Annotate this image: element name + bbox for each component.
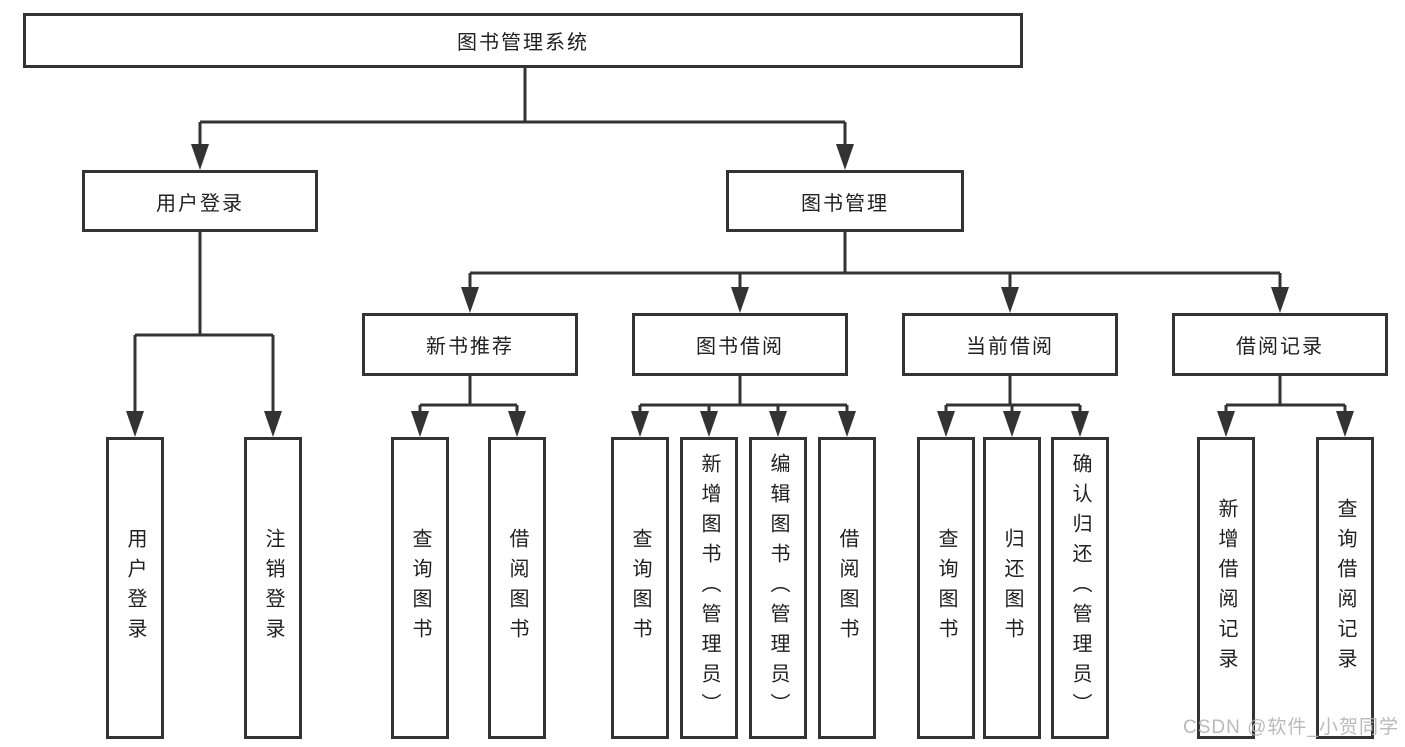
leaf-confirm-return-admin: 确认归还（管理员） [1051, 437, 1109, 739]
leaf-logout: 注销登录 [244, 437, 302, 739]
leaf-edit-book-admin: 编辑图书（管理员） [749, 437, 807, 739]
leaf-add-book-admin: 新增图书（管理员） [680, 437, 738, 739]
leaf-borrow-book-1: 借阅图书 [488, 437, 546, 739]
leaf-query-book-1: 查询图书 [391, 437, 449, 739]
node-book-management: 图书管理 [726, 170, 964, 232]
node-user-login: 用户登录 [82, 170, 318, 232]
leaf-add-borrow-record: 新增借阅记录 [1197, 437, 1255, 739]
leaf-query-borrow-record: 查询借阅记录 [1316, 437, 1374, 739]
leaf-borrow-book-2: 借阅图书 [818, 437, 876, 739]
leaf-user-login: 用户登录 [106, 437, 164, 739]
node-current-borrow: 当前借阅 [902, 313, 1118, 376]
node-root-system: 图书管理系统 [23, 13, 1023, 68]
leaf-return-book: 归还图书 [983, 437, 1041, 739]
node-new-book-recommend: 新书推荐 [362, 313, 578, 376]
arrowhead-icons [126, 144, 1354, 437]
node-book-borrow: 图书借阅 [632, 313, 848, 376]
leaf-query-book-2: 查询图书 [611, 437, 669, 739]
node-borrow-records: 借阅记录 [1172, 313, 1388, 376]
leaf-query-book-3: 查询图书 [917, 437, 975, 739]
csdn-watermark: CSDN @软件_小贺同学 [1183, 717, 1399, 738]
